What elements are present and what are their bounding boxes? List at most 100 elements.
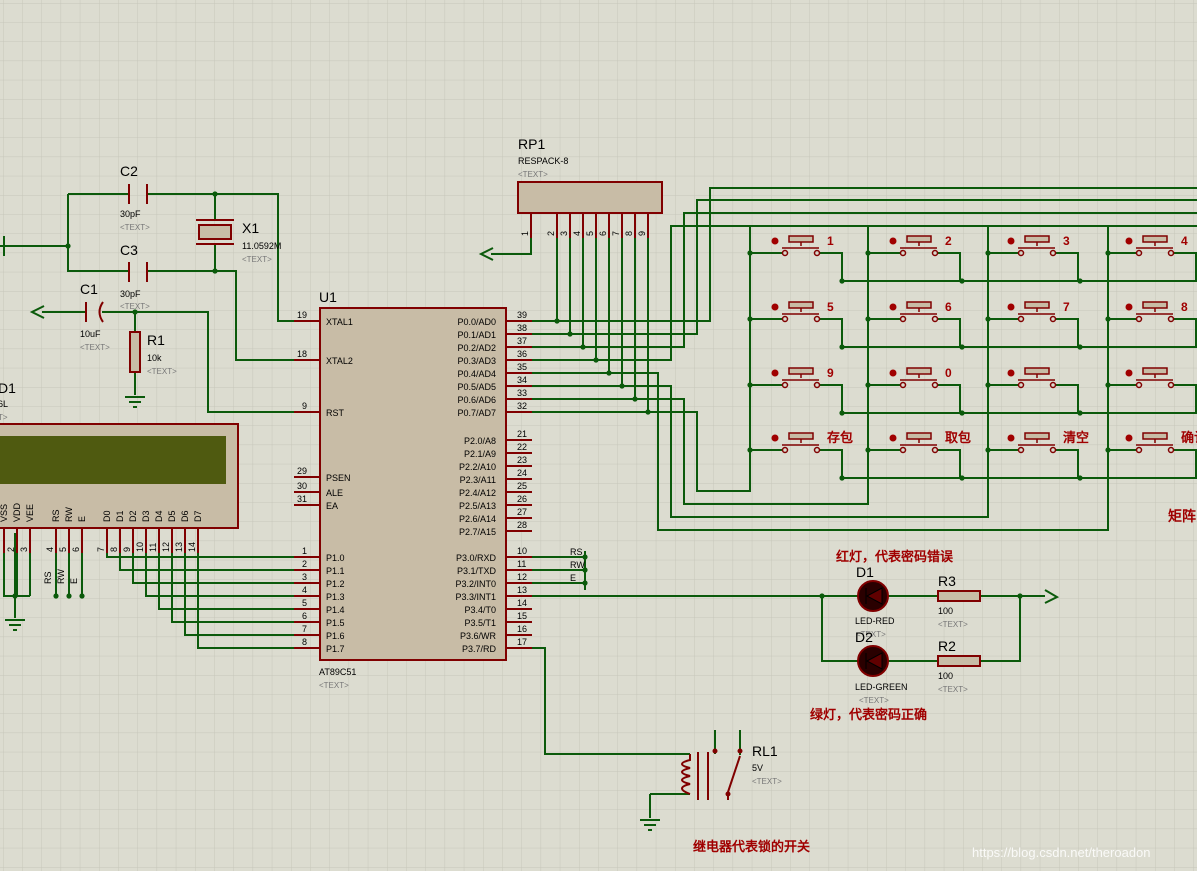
keypad-key-label: 1 — [827, 234, 834, 248]
junction-dot — [53, 593, 59, 599]
rp1-part: RESPACK-8 — [518, 156, 568, 166]
wire — [119, 553, 294, 571]
key-plunger — [1024, 301, 1050, 309]
led-d2[interactable]: D2 LED-GREEN <TEXT> — [855, 629, 908, 705]
wire — [1055, 252, 1079, 281]
mcu-pin-number: 33 — [517, 388, 527, 398]
key-pin — [1007, 434, 1015, 442]
junction-dot — [839, 344, 845, 350]
junction-dot — [582, 580, 588, 586]
capacitor-c1[interactable]: C1 10uF <TEXT> — [80, 281, 110, 352]
lcd-pin-name: D4 — [154, 510, 164, 522]
c3-value: 30pF — [120, 289, 141, 299]
keypad-button[interactable]: 5 — [771, 300, 835, 323]
wire — [596, 225, 1197, 361]
c1-value: 10uF — [80, 329, 101, 339]
keypad-button[interactable] — [1125, 367, 1175, 389]
mcu-pin-name: XTAL2 — [326, 356, 353, 366]
key-plunger — [906, 367, 932, 375]
relay-rl1[interactable]: RL1 5V <TEXT> — [681, 743, 782, 800]
crystal-x1[interactable]: X1 11.0592M <TEXT> — [196, 219, 281, 264]
junction-dot — [12, 593, 18, 599]
keypad-matrix: 1 2 3 4 5 6 7 8 9 0 存包 取包 清空 确认 — [771, 234, 1197, 454]
mcu-pin-name: EA — [326, 501, 338, 511]
lcd-pin-name: D3 — [141, 510, 151, 522]
keypad-button[interactable]: 确认 — [1125, 430, 1197, 454]
keypad-button[interactable]: 8 — [1125, 300, 1189, 323]
mcu-pin-number: 35 — [517, 362, 527, 372]
keypad-key-label: 2 — [945, 234, 952, 248]
rp1-pin-number: 5 — [585, 231, 595, 236]
rp1-ref: RP1 — [518, 136, 545, 152]
mcu-pin-name: P1.3 — [326, 592, 345, 602]
wire — [171, 553, 294, 623]
x1-value: 11.0592M — [242, 241, 281, 251]
keypad-button[interactable]: 存包 — [771, 430, 854, 454]
mcu-pin-name: P3.3/INT1 — [455, 592, 496, 602]
keypad-button[interactable]: 4 — [1125, 234, 1189, 257]
resistor-r2[interactable]: R2 100 <TEXT> — [937, 638, 981, 694]
wire — [1055, 384, 1079, 413]
capacitor-c2[interactable]: C2 30pF <TEXT> — [120, 163, 150, 232]
key-plunger — [788, 301, 814, 309]
keypad-button[interactable] — [1007, 367, 1057, 389]
wire — [937, 318, 961, 347]
mcu-pin-name: P2.1/A9 — [464, 449, 496, 459]
arrow-terminal-icon — [478, 247, 494, 261]
keypad-button[interactable]: 2 — [889, 234, 953, 257]
key-terminal — [1017, 315, 1025, 323]
c1-ref: C1 — [80, 281, 98, 297]
key-pin — [889, 369, 897, 377]
wire — [132, 553, 294, 584]
key-plunger — [906, 432, 932, 440]
lcd-pin-name: RW — [64, 507, 74, 522]
d2-value: LED-GREEN — [855, 682, 908, 692]
keypad-button[interactable]: 9 — [771, 366, 835, 389]
mcu-pin-name: P2.2/A10 — [459, 462, 496, 472]
junction-dot — [65, 243, 71, 249]
capacitor-c3[interactable]: C3 30pF <TEXT> — [120, 242, 150, 311]
wire — [106, 553, 294, 558]
keypad-button[interactable]: 7 — [1007, 300, 1071, 323]
keypad-button[interactable]: 0 — [889, 366, 953, 389]
junction-dot — [959, 475, 965, 481]
resistor-r1[interactable]: R1 10k <TEXT> — [129, 331, 177, 376]
rp1-pin-number: 6 — [598, 231, 608, 236]
led-d1[interactable]: D1 LED-RED <TEXT> — [855, 564, 895, 639]
keypad-button[interactable]: 6 — [889, 300, 953, 323]
mcu-pin-name: ALE — [326, 488, 343, 498]
mcu-pin-number: 30 — [297, 481, 307, 491]
lcd-pin-name: VDD — [12, 502, 22, 522]
resistor-r3[interactable]: R3 100 <TEXT> — [937, 573, 981, 629]
net-labels: RS RW E — [570, 547, 585, 583]
keypad-key-label: 5 — [827, 300, 834, 314]
mcu-u1[interactable]: U1 AT89C51 <TEXT> 19XTAL118XTAL29RST29PS… — [294, 289, 532, 690]
keypad-button[interactable]: 3 — [1007, 234, 1071, 257]
mcu-pin-number: 7 — [302, 624, 307, 634]
junction-dot — [839, 410, 845, 416]
keypad-button[interactable]: 清空 — [1007, 430, 1090, 454]
mcu-pin-name: P3.5/T1 — [464, 618, 496, 628]
keypad-key-label: 存包 — [827, 430, 853, 445]
key-terminal — [1017, 381, 1025, 389]
keypad-key-label: 6 — [945, 300, 952, 314]
lcd-pin-name: D5 — [167, 510, 177, 522]
mcu-ref: U1 — [319, 289, 337, 305]
key-plunger — [1142, 301, 1168, 309]
d2-text: <TEXT> — [859, 696, 889, 705]
keypad-key-label: 取包 — [945, 430, 971, 445]
keypad-button[interactable]: 取包 — [889, 430, 972, 454]
mcu-pin-number: 4 — [302, 585, 307, 595]
mcu-pin-number: 36 — [517, 349, 527, 359]
ground-icon — [640, 819, 660, 831]
mcu-pin-name: RST — [326, 408, 345, 418]
wire — [583, 212, 1197, 348]
mcu-pins: 19XTAL118XTAL29RST29PSEN30ALE31EA1P1.02P… — [294, 310, 532, 654]
key-plunger — [1024, 432, 1050, 440]
key-terminal — [1049, 381, 1057, 389]
keypad-button[interactable]: 1 — [771, 234, 835, 257]
wire — [1173, 384, 1197, 413]
